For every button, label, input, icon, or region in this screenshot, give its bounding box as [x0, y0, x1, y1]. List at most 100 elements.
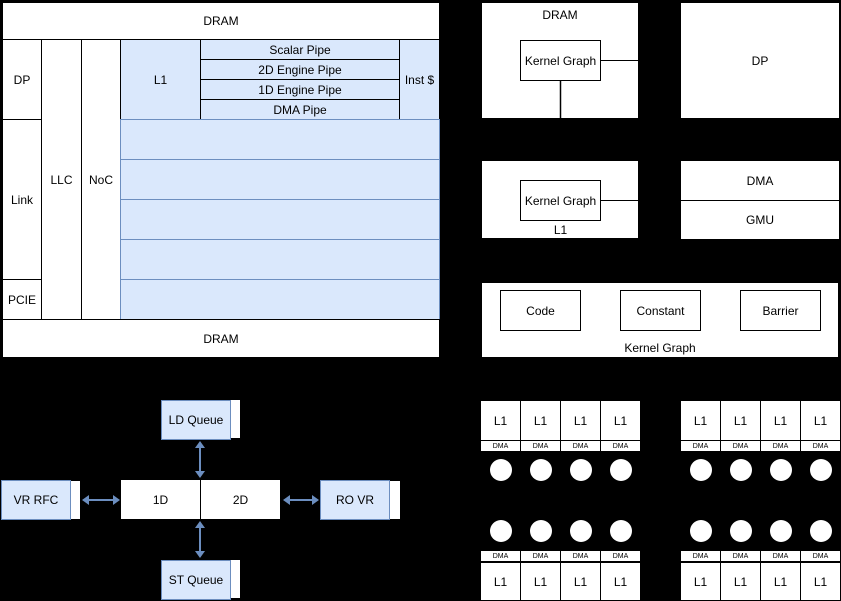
pe-dot	[610, 459, 632, 481]
kf-l1-label: L1	[553, 222, 568, 237]
ld-queue-box: LD Queue	[161, 400, 231, 440]
l1-row: L1 L1 L1 L1	[480, 400, 641, 441]
l1-row: L1 L1 L1 L1	[480, 562, 641, 601]
dma-cell: DMA	[720, 550, 761, 562]
pe-dot	[610, 520, 632, 542]
pe-dot	[530, 520, 552, 542]
dma-row: DMA DMA DMA DMA	[480, 440, 641, 452]
dma-cell: DMA	[760, 550, 801, 562]
kf-constant-box: Constant	[620, 290, 701, 331]
kf-kernel-graph-label: Kernel Graph	[624, 340, 696, 355]
kf-connector-line-top	[600, 60, 639, 61]
l1-cell: L1	[760, 400, 801, 441]
soc-blue-row	[120, 239, 440, 280]
kf-dram-title: DRAM	[542, 8, 578, 22]
dma-cell: DMA	[560, 550, 601, 562]
pe-dot	[570, 459, 592, 481]
st-queue-box: ST Queue	[161, 560, 231, 600]
pe-dot	[810, 520, 832, 542]
pe-dot	[690, 520, 712, 542]
dma-cell: DMA	[720, 440, 761, 452]
kf-kernel-graph-in-l1: Kernel Graph	[520, 180, 601, 221]
pe-dot	[730, 520, 752, 542]
compute-cluster-right: L1 L1 L1 L1 DMA DMA DMA DMA DMA DMA DMA …	[680, 400, 841, 601]
vr-rfc-strip	[70, 481, 80, 519]
double-arrow-ld	[195, 441, 205, 478]
soc-dram-top-bar: DRAM	[2, 2, 440, 40]
dma-cell: DMA	[600, 440, 641, 452]
l1-cell: L1	[600, 400, 641, 441]
double-arrow-right	[283, 495, 319, 505]
l1-row: L1 L1 L1 L1	[680, 562, 841, 601]
l1-cell: L1	[760, 562, 801, 601]
pipe-scalar: Scalar Pipe	[200, 39, 400, 60]
soc-l1-cache-block: L1	[120, 39, 201, 120]
dma-cell: DMA	[680, 440, 721, 452]
ld-queue-strip	[230, 400, 240, 438]
pe-dot	[730, 459, 752, 481]
dma-cell: DMA	[480, 440, 521, 452]
l1-cell: L1	[520, 400, 561, 441]
kf-dma-box: DMA	[680, 160, 840, 201]
kf-barrier-box: Barrier	[740, 290, 821, 331]
kf-gmu-box: GMU	[680, 200, 840, 240]
soc-blue-row	[120, 279, 440, 320]
pipe-2d-engine: 2D Engine Pipe	[200, 59, 400, 80]
compute-cluster-left: L1 L1 L1 L1 DMA DMA DMA DMA DMA DMA DMA …	[480, 400, 641, 601]
pe-dot	[810, 459, 832, 481]
engine-2d-box: 2D	[200, 479, 281, 520]
soc-blue-row	[120, 159, 440, 200]
dma-cell: DMA	[520, 550, 561, 562]
dma-cell: DMA	[520, 440, 561, 452]
double-arrow-st	[195, 521, 205, 558]
l1-cell: L1	[680, 400, 721, 441]
kf-code-box: Code	[500, 290, 581, 331]
pe-dot	[570, 520, 592, 542]
kf-kernel-graph-in-dram: Kernel Graph	[520, 40, 601, 81]
vr-rfc-box: VR RFC	[1, 480, 71, 520]
soc-link-box: Link	[2, 119, 42, 280]
dma-row: DMA DMA DMA DMA	[480, 550, 641, 562]
double-arrow-left	[82, 495, 120, 505]
l1-cell: L1	[560, 400, 601, 441]
dma-cell: DMA	[800, 440, 841, 452]
soc-inst-cache-box: Inst $	[399, 39, 440, 120]
dma-cell: DMA	[560, 440, 601, 452]
dma-row: DMA DMA DMA DMA	[680, 440, 841, 452]
soc-blue-row	[120, 119, 440, 160]
soc-dp-box: DP	[2, 39, 42, 120]
pe-dot	[690, 459, 712, 481]
soc-dram-bottom-bar: DRAM	[2, 319, 440, 358]
l1-cell: L1	[480, 562, 521, 601]
pe-dot	[490, 459, 512, 481]
dma-cell: DMA	[600, 550, 641, 562]
dma-cell: DMA	[480, 550, 521, 562]
dma-cell: DMA	[680, 550, 721, 562]
l1-cell: L1	[720, 562, 761, 601]
pipe-1d-engine: 1D Engine Pipe	[200, 79, 400, 100]
soc-noc-column: NoC	[81, 39, 121, 320]
l1-cell: L1	[520, 562, 561, 601]
pe-dot	[770, 459, 792, 481]
dma-row: DMA DMA DMA DMA	[680, 550, 841, 562]
l1-cell: L1	[720, 400, 761, 441]
dma-cell: DMA	[800, 550, 841, 562]
engine-1d-box: 1D	[120, 479, 201, 520]
dma-cell: DMA	[760, 440, 801, 452]
soc-blue-row	[120, 199, 440, 240]
l1-cell: L1	[600, 562, 641, 601]
kf-dp-box: DP	[680, 2, 840, 119]
l1-row: L1 L1 L1 L1	[680, 400, 841, 441]
l1-cell: L1	[560, 562, 601, 601]
l1-cell: L1	[680, 562, 721, 601]
soc-pcie-box: PCIE	[2, 279, 42, 320]
kf-connector-line-mid	[600, 200, 639, 201]
pipe-dma: DMA Pipe	[200, 99, 400, 120]
ro-vr-strip	[390, 481, 400, 519]
pe-dot	[770, 520, 792, 542]
soc-llc-column: LLC	[41, 39, 82, 320]
ro-vr-box: RO VR	[320, 480, 390, 520]
st-queue-strip	[230, 560, 240, 598]
pe-dot	[490, 520, 512, 542]
